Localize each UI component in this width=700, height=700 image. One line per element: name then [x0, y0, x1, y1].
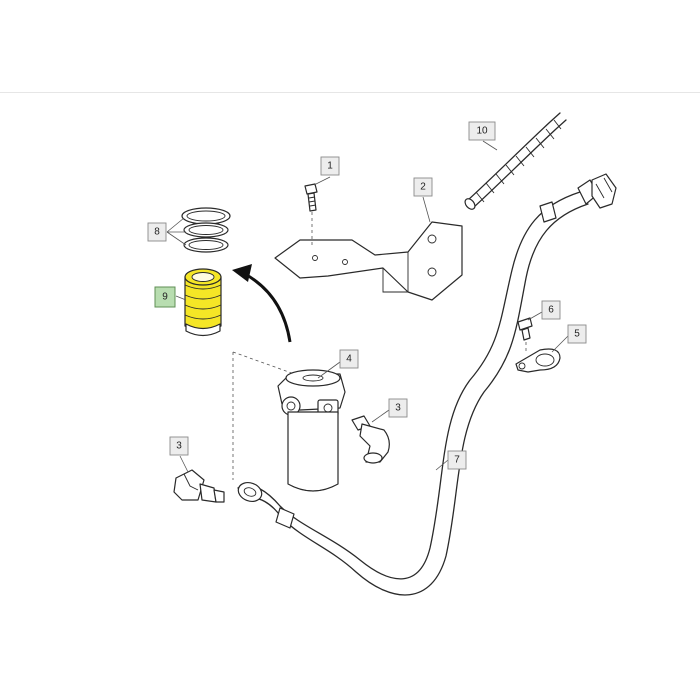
callout-6[interactable]: 6	[541, 300, 561, 320]
o-ring-set-part[interactable]	[181, 207, 231, 253]
callout-8[interactable]: 8	[147, 222, 167, 242]
svg-text:6: 6	[548, 305, 554, 316]
callout-5[interactable]: 5	[567, 324, 587, 344]
hose-clamp-part[interactable]	[515, 348, 561, 373]
hydraulic-hose-part[interactable]	[236, 173, 617, 596]
svg-text:9: 9	[162, 292, 168, 303]
spiral-wrap-part[interactable]	[463, 112, 567, 211]
elbow-fitting-part[interactable]	[351, 415, 390, 464]
leader-lines	[166, 140, 569, 473]
callout-4[interactable]: 4	[339, 349, 359, 369]
svg-text:7: 7	[454, 455, 460, 466]
svg-text:4: 4	[346, 354, 352, 365]
svg-text:3: 3	[395, 403, 401, 414]
callout-1[interactable]: 1	[320, 156, 340, 176]
callout-10[interactable]: 10	[468, 121, 496, 141]
svg-text:8: 8	[154, 227, 160, 238]
filter-element-part[interactable]	[184, 268, 222, 337]
svg-text:2: 2	[420, 182, 426, 193]
callout-9[interactable]: 9	[154, 286, 176, 308]
svg-text:3: 3	[176, 441, 182, 452]
callout-3-sensor[interactable]: 3	[169, 436, 189, 456]
svg-text:5: 5	[574, 329, 580, 340]
callout-2[interactable]: 2	[413, 177, 433, 197]
header-divider	[0, 92, 700, 93]
svg-text:1: 1	[327, 161, 333, 172]
callout-3-elbow[interactable]: 3	[388, 398, 408, 418]
callout-7[interactable]: 7	[447, 450, 467, 470]
screw-part[interactable]	[517, 317, 533, 352]
mounting-bracket-part[interactable]	[274, 221, 463, 301]
bolt-part[interactable]	[304, 183, 318, 248]
svg-text:10: 10	[476, 126, 488, 137]
sensor-fitting-part[interactable]	[173, 469, 225, 503]
filter-housing-part[interactable]	[277, 369, 346, 492]
assembly-centerline	[232, 351, 301, 377]
removal-arrow	[232, 264, 292, 343]
